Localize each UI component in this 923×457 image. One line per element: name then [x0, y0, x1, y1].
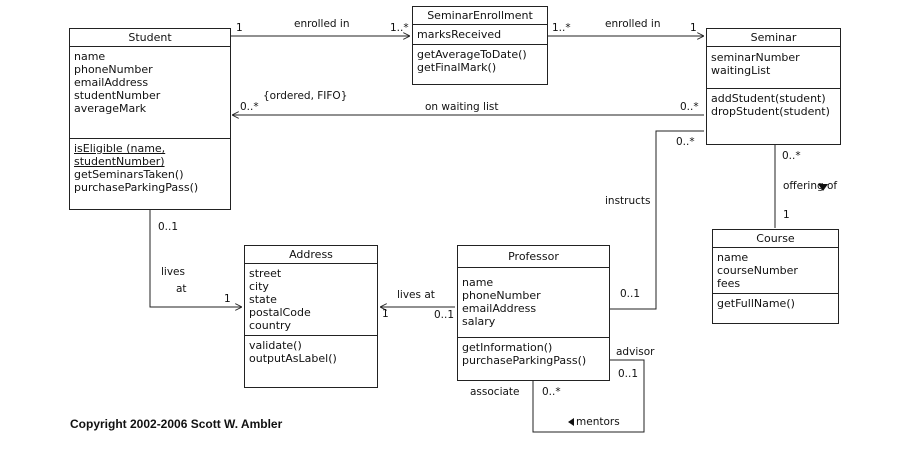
multiplicity-label: 0..1: [618, 368, 639, 380]
attribute: phoneNumber: [462, 289, 541, 302]
multiplicity-label: 0..*: [542, 386, 561, 398]
class-seminar[interactable]: Seminar seminarNumber waitingList addStu…: [706, 28, 841, 145]
class-name: Professor: [458, 246, 609, 268]
operation: studentNumber): [74, 155, 165, 168]
operation: purchaseParkingPass(): [74, 181, 199, 194]
operation: isEligible (name,: [74, 142, 166, 155]
class-name: Course: [713, 230, 838, 248]
association-student-address: [149, 210, 242, 307]
association-label: enrolled in: [294, 18, 350, 30]
operation: addStudent(student): [711, 92, 826, 105]
operation: dropStudent(student): [711, 105, 830, 118]
class-name: Student: [70, 29, 230, 47]
direction-triangle-mentors: [568, 418, 574, 426]
class-course[interactable]: Course name courseNumber fees getFullNam…: [712, 229, 839, 324]
multiplicity-label: 1: [236, 22, 243, 34]
operations: getFullName(): [713, 294, 838, 313]
attribute: state: [249, 293, 277, 306]
multiplicity-label: 0..*: [240, 101, 259, 113]
attribute: seminarNumber: [711, 51, 800, 64]
association-label: lives at: [397, 289, 435, 301]
class-name: Seminar: [707, 29, 840, 47]
operations: addStudent(student) dropStudent(student): [707, 89, 840, 121]
class-student[interactable]: Student name phoneNumber emailAddress st…: [69, 28, 231, 210]
attributes: name phoneNumber emailAddress salary: [458, 268, 609, 338]
attribute: street: [249, 267, 282, 280]
attribute: emailAddress: [74, 76, 149, 89]
attribute: waitingList: [711, 64, 771, 77]
operation: outputAsLabel(): [249, 352, 337, 365]
operations: validate() outputAsLabel(): [245, 336, 377, 368]
attribute: name: [74, 50, 106, 63]
attribute: country: [249, 319, 292, 332]
class-name: SeminarEnrollment: [413, 7, 547, 25]
role-label: advisor: [616, 346, 655, 358]
attribute: fees: [717, 277, 741, 290]
multiplicity-label: 0..*: [680, 101, 699, 113]
role-label: associate: [470, 386, 520, 398]
attributes: name phoneNumber emailAddress studentNum…: [70, 47, 230, 139]
multiplicity-label: 0..1: [158, 221, 179, 233]
attribute: courseNumber: [717, 264, 798, 277]
class-seminar-enrollment[interactable]: SeminarEnrollment marksReceived getAvera…: [412, 6, 548, 85]
multiplicity-label: 0..*: [782, 150, 801, 162]
operation: getInformation(): [462, 341, 553, 354]
association-label: mentors: [576, 416, 620, 428]
operation: getFinalMark(): [417, 61, 497, 74]
operation: getFullName(): [717, 297, 795, 310]
operations: isEligible (name, studentNumber) getSemi…: [70, 139, 230, 197]
association-instructs: [610, 130, 704, 310]
multiplicity-label: 1..*: [552, 22, 571, 34]
operation: getAverageToDate(): [417, 48, 527, 61]
multiplicity-label: 0..1: [434, 309, 455, 321]
attributes: street city state postalCode country: [245, 264, 377, 336]
class-name: Address: [245, 246, 377, 264]
association-mentors-loop: [532, 359, 645, 433]
attribute: phoneNumber: [74, 63, 153, 76]
attributes: marksReceived: [413, 25, 547, 45]
attribute: marksReceived: [417, 28, 502, 41]
class-address[interactable]: Address street city state postalCode cou…: [244, 245, 378, 388]
attribute: name: [717, 251, 749, 264]
operations: getAverageToDate() getFinalMark(): [413, 45, 547, 77]
attribute: emailAddress: [462, 302, 537, 315]
association-label: enrolled in: [605, 18, 661, 30]
operations: getInformation() purchaseParkingPass(): [458, 338, 609, 370]
multiplicity-label: 1: [382, 308, 389, 320]
attribute: city: [249, 280, 269, 293]
attribute: name: [462, 276, 494, 289]
direction-triangle-offering: [818, 184, 828, 191]
association-label: offering of: [783, 180, 838, 192]
attribute: studentNumber: [74, 89, 161, 102]
attributes: seminarNumber waitingList: [707, 47, 840, 89]
association-label: lives: [161, 266, 185, 278]
attribute: salary: [462, 315, 496, 328]
multiplicity-label: 1: [690, 22, 697, 34]
multiplicity-label: 1..*: [390, 22, 409, 34]
operation: purchaseParkingPass(): [462, 354, 587, 367]
multiplicity-label: 1: [224, 293, 231, 305]
operation: validate(): [249, 339, 302, 352]
attribute: averageMark: [74, 102, 147, 115]
association-label: on waiting list: [425, 101, 499, 113]
attributes: name courseNumber fees: [713, 248, 838, 294]
multiplicity-label: 0..*: [676, 136, 695, 148]
attribute: postalCode: [249, 306, 311, 319]
association-label: instructs: [605, 195, 651, 207]
multiplicity-label: 1: [783, 209, 790, 221]
multiplicity-label: 0..1: [620, 288, 641, 300]
operation: getSeminarsTaken(): [74, 168, 184, 181]
association-label: at: [176, 283, 187, 295]
class-professor[interactable]: Professor name phoneNumber emailAddress …: [457, 245, 610, 381]
copyright-notice: Copyright 2002-2006 Scott W. Ambler: [70, 417, 283, 431]
constraint-label: {ordered, FIFO}: [263, 90, 348, 102]
